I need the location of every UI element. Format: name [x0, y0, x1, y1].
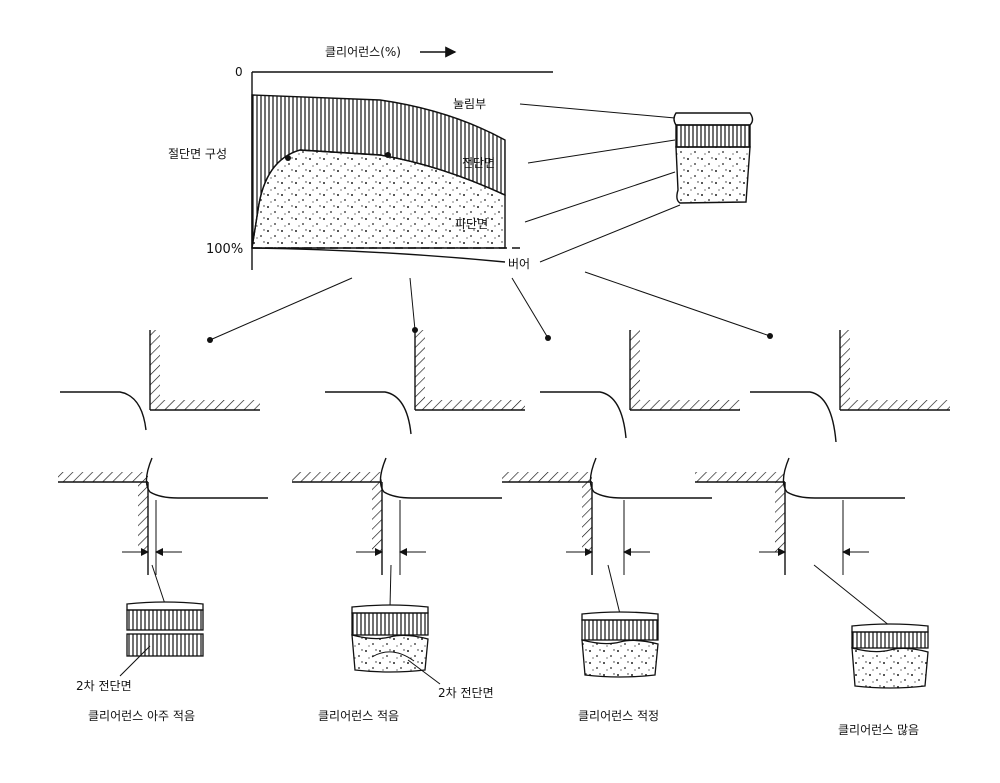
punch-floor	[415, 400, 525, 410]
punch-wall	[150, 330, 160, 400]
composition-graph: 클리어런스(%) 0 100% 절단면 구성 눌림부 전단면 파단면 버어	[168, 45, 754, 271]
die-wall	[138, 482, 148, 552]
y-tick-bottom: 100%	[206, 242, 243, 257]
leader-shear	[527, 139, 676, 164]
graph-point	[285, 155, 291, 161]
zone-label-rollover: 눌림부	[453, 97, 486, 111]
sheet-top-edge	[325, 391, 412, 435]
die-wall	[372, 482, 382, 552]
case-caption: 클리어런스 적정	[578, 709, 659, 723]
zone-label-burr: 버어	[508, 257, 530, 271]
graph-connectors	[207, 271, 773, 343]
y-axis-label: 절단면 구성	[168, 147, 227, 161]
sheet-top-edge	[60, 391, 147, 431]
die-top	[58, 472, 148, 482]
case-caption: 클리어런스 많음	[838, 723, 919, 737]
sheet-bottom-edge	[379, 457, 502, 499]
punch-floor	[630, 400, 740, 410]
case-note: 2차 전단면	[76, 679, 132, 693]
leader-rollover	[519, 103, 676, 119]
clearance-case: 클리어런스 적음 2차 전단면	[292, 330, 525, 723]
clearance-case: 클리어런스 많음	[695, 330, 950, 737]
specimen-shear	[581, 619, 659, 641]
specimen-fracture	[351, 634, 429, 673]
graph-point	[385, 152, 391, 158]
case-caption: 클리어런스 적음	[318, 709, 399, 723]
specimen-shear	[126, 609, 204, 631]
burr-curve	[251, 247, 506, 263]
clearance-case: 클리어런스 적정	[502, 330, 740, 723]
sheet-bottom-edge	[145, 457, 268, 499]
leader-fracture	[524, 171, 676, 223]
case-caption: 클리어런스 아주 적음	[88, 709, 195, 723]
sheet-bottom-edge	[782, 457, 905, 499]
punch-wall	[630, 330, 640, 400]
die-top	[292, 472, 382, 482]
zone-label-fracture: 파단면	[455, 217, 488, 231]
cross-section-sample	[673, 112, 754, 204]
zone-label-shear: 전단면	[462, 156, 495, 170]
leader-burr	[539, 204, 681, 263]
sheet-bottom-edge	[589, 457, 712, 499]
punch-floor	[840, 400, 950, 410]
case-note: 2차 전단면	[438, 686, 494, 700]
sheet-top-edge	[540, 391, 627, 439]
secondary-shear-curve	[371, 651, 415, 662]
die-wall	[582, 482, 592, 552]
punch-wall	[840, 330, 850, 400]
y-tick-top: 0	[235, 65, 243, 79]
specimen-second-shear	[126, 633, 204, 657]
specimen-fracture	[581, 639, 659, 678]
clearance-case: 클리어런스 아주 적음 2차 전단면	[58, 330, 268, 723]
die-wall	[775, 482, 785, 552]
die-top	[502, 472, 592, 482]
punch-wall	[415, 330, 425, 400]
specimen-fracture	[851, 647, 929, 689]
specimen-shear	[351, 612, 429, 636]
sheet-top-edge	[750, 391, 837, 443]
specimen-shear	[851, 631, 929, 649]
punch-floor	[150, 400, 260, 410]
x-axis-label: 클리어런스(%)	[325, 45, 401, 59]
die-top	[695, 472, 785, 482]
